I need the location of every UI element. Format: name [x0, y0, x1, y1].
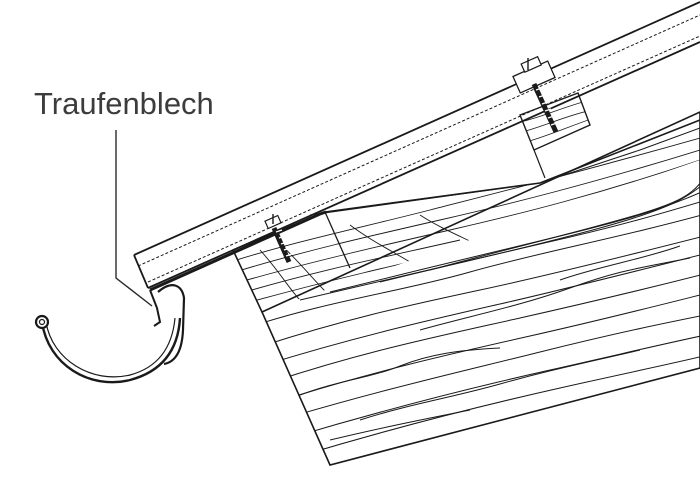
gutter-bead	[34, 314, 50, 330]
screw-fastener-upper	[512, 55, 559, 134]
roof-panel-end	[133, 254, 149, 289]
roof-panel-inner-top	[137, 14, 700, 267]
roof-panel-inner-bottom	[147, 35, 700, 283]
roof-panel	[133, 1, 700, 289]
underlay-membrane	[309, 127, 700, 216]
gutter	[34, 314, 182, 384]
rafter-outline	[260, 111, 700, 466]
gutter-hanger	[157, 284, 186, 366]
timber-joint-line	[324, 211, 351, 269]
rafter-beam	[260, 111, 700, 466]
upper-timber-top-edge	[232, 119, 700, 251]
roof-panel-top	[133, 1, 700, 256]
callout-leader-line	[115, 130, 153, 307]
screw-fastener-lower	[264, 214, 293, 264]
upper-timber	[232, 119, 700, 313]
traufenblech-label: Traufenblech	[34, 86, 214, 121]
eaves-flashing	[149, 210, 327, 327]
upper-timber-end-edge	[232, 249, 263, 313]
roof-panel-bottom	[147, 41, 700, 289]
rafter-grain	[262, 149, 700, 465]
upper-timber-grain	[233, 137, 700, 303]
